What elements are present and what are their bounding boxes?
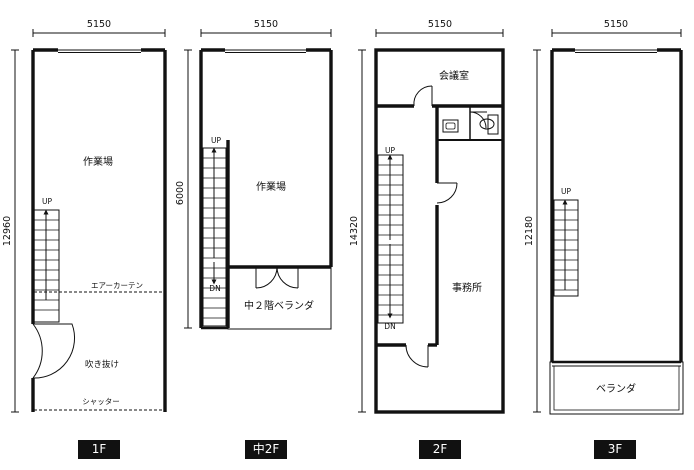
dimension-width-3f: 5150 bbox=[551, 19, 682, 37]
stair-up-label-mezzanine: UP bbox=[211, 136, 221, 145]
room-label-workshop-1f: 作業場 bbox=[83, 155, 113, 168]
floor-badge-1f: 1F bbox=[78, 440, 120, 459]
room-label-mezzanine-balcony: 中２階ベランダ bbox=[244, 299, 314, 312]
dimension-width-1f-text: 5150 bbox=[87, 19, 111, 30]
room-label-meeting-room: 会議室 bbox=[439, 69, 469, 82]
room-label-office: 事務所 bbox=[452, 281, 482, 294]
stair-up-label-2f: UP bbox=[385, 146, 395, 155]
floor-plan-mezzanine: 5150 6000 bbox=[175, 19, 333, 330]
staircase-2f: UP DN bbox=[377, 146, 404, 331]
staircase-3f: UP bbox=[553, 187, 579, 297]
dimension-depth-2f-text: 14320 bbox=[349, 216, 360, 246]
floor-badge-mezzanine: 中2F bbox=[245, 440, 287, 459]
staircase-1f: UP bbox=[33, 197, 60, 323]
dimension-depth-mezzanine: 6000 bbox=[175, 49, 192, 329]
dimension-depth-3f: 12180 bbox=[524, 49, 541, 413]
dimension-width-3f-text: 5150 bbox=[604, 19, 628, 30]
walls-mezzanine bbox=[199, 48, 333, 330]
floor-plan-2f: 5150 14320 bbox=[349, 19, 505, 414]
room-label-balcony-3f: ベランダ bbox=[596, 382, 636, 395]
toilet-icon bbox=[479, 114, 499, 135]
dimension-depth-1f: 12960 bbox=[2, 49, 19, 413]
dimension-width-2f-text: 5150 bbox=[428, 19, 452, 30]
room-label-workshop-mezzanine: 作業場 bbox=[256, 180, 286, 193]
walls-2f bbox=[374, 48, 505, 414]
stair-up-label-3f: UP bbox=[561, 187, 571, 196]
balcony-doors-mezzanine bbox=[255, 266, 299, 289]
stair-dn-label-2f: DN bbox=[384, 322, 395, 331]
stair-up-label-1f: UP bbox=[42, 197, 52, 206]
walls-1f bbox=[31, 48, 167, 412]
walls-3f bbox=[550, 48, 683, 367]
floor-plan-1f: 5150 12960 bbox=[2, 19, 167, 413]
air-curtain-label: エアーカーテン bbox=[91, 281, 143, 290]
staircase-mezzanine: UP DN bbox=[202, 136, 227, 327]
dimension-width-mezzanine: 5150 bbox=[200, 19, 332, 37]
dimension-depth-1f-text: 12960 bbox=[2, 216, 13, 246]
door-1f bbox=[32, 323, 76, 379]
floor-badge-2f: 2F bbox=[419, 440, 461, 459]
sink-icon bbox=[442, 119, 459, 133]
stair-dn-label-mezzanine: DN bbox=[209, 284, 220, 293]
dimension-width-mezzanine-text: 5150 bbox=[254, 19, 278, 30]
doors-2f bbox=[405, 85, 487, 368]
shutter-label: シャッター bbox=[82, 397, 120, 406]
dimension-depth-mezzanine-text: 6000 bbox=[175, 181, 186, 205]
dimension-width-2f: 5150 bbox=[375, 19, 504, 37]
dimension-depth-3f-text: 12180 bbox=[524, 216, 535, 246]
dimension-depth-2f: 14320 bbox=[349, 49, 366, 413]
dimension-width-1f: 5150 bbox=[32, 19, 166, 37]
room-label-atrium: 吹き抜け bbox=[85, 359, 119, 370]
balcony-3f: ベランダ bbox=[549, 361, 684, 415]
floor-badge-3f: 3F bbox=[594, 440, 636, 459]
floor-plan-3f: 5150 12180 ベランダ bbox=[524, 19, 684, 415]
